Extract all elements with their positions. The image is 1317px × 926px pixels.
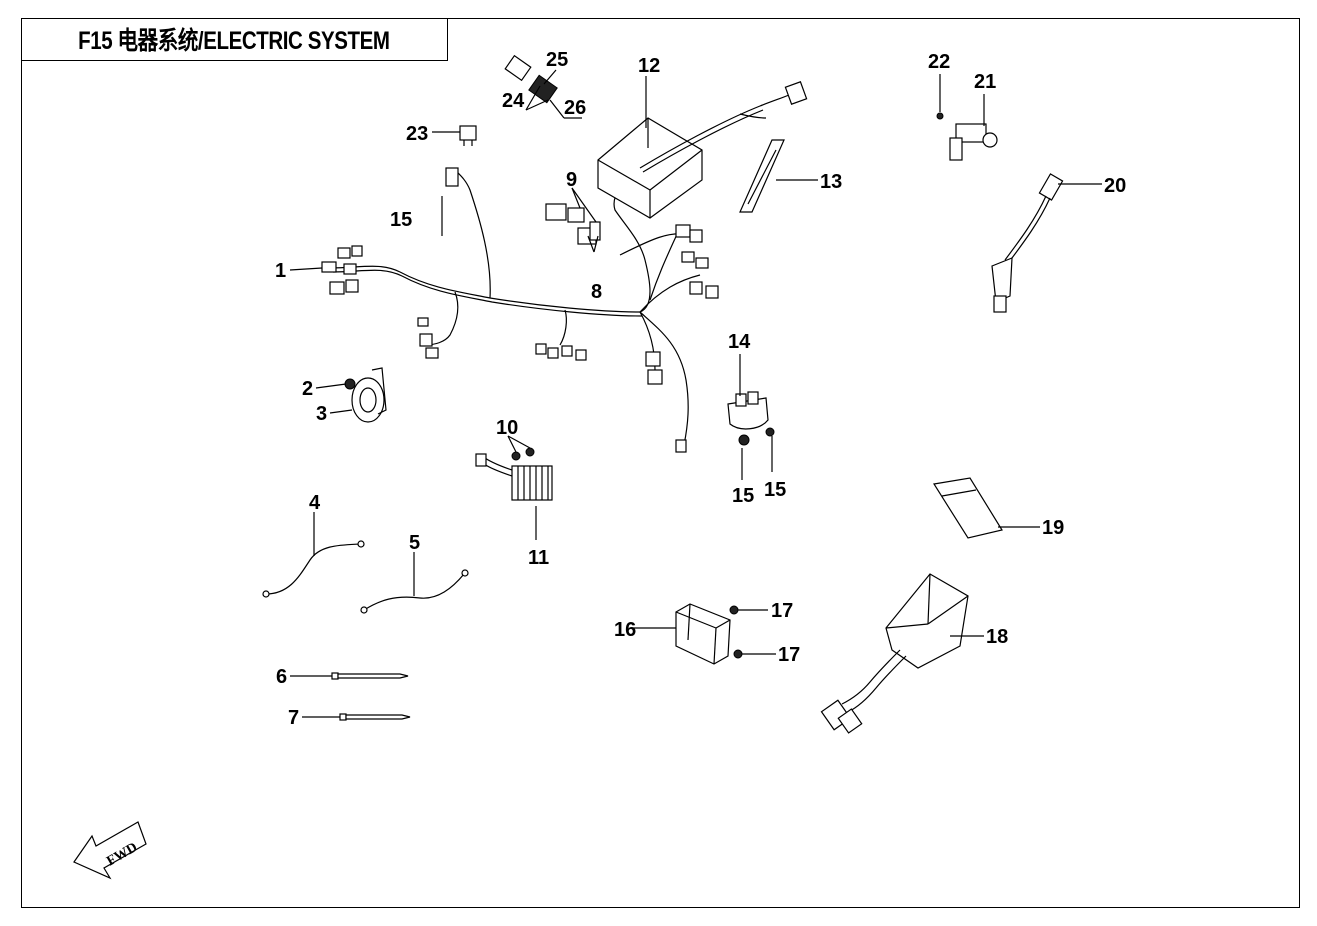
- main-wiring-harness[interactable]: [321, 167, 719, 453]
- callout-22: 22: [928, 51, 950, 73]
- callouts: 1 2 3 4 5 6 7 8 9 10 11 12 13 14 15 15 1…: [275, 49, 1126, 729]
- leader-lines: [289, 69, 1102, 718]
- callout-1: 1: [275, 260, 286, 282]
- fuse-label[interactable]: [933, 477, 1003, 539]
- callout-14: 14: [728, 331, 751, 353]
- callout-10: 10: [496, 417, 518, 439]
- callout-26: 26: [564, 97, 586, 119]
- callout-24: 24: [502, 90, 525, 112]
- relay[interactable]: [459, 125, 477, 146]
- title-block: F15 电器系统/ELECTRIC SYSTEM: [21, 18, 448, 61]
- callout-21: 21: [974, 71, 996, 93]
- callout-7: 7: [288, 707, 299, 729]
- cable-tie-short[interactable]: [331, 672, 409, 680]
- ground-cable[interactable]: [262, 540, 365, 598]
- callout-8: 8: [591, 281, 602, 303]
- callout-4: 4: [309, 492, 321, 514]
- callout-17b: 17: [778, 644, 800, 666]
- voltage-regulator[interactable]: [475, 447, 553, 501]
- cable-tie-long[interactable]: [339, 713, 411, 721]
- callout-16: 16: [614, 619, 636, 641]
- stator-magneto[interactable]: [820, 573, 969, 734]
- callout-25: 25: [546, 49, 568, 71]
- callout-11: 11: [528, 547, 549, 569]
- drawing-frame: [21, 18, 1300, 908]
- callout-20: 20: [1104, 175, 1126, 197]
- callout-5: 5: [409, 532, 420, 554]
- ecu-module[interactable]: [675, 603, 743, 665]
- spark-plug-cap[interactable]: [991, 173, 1064, 313]
- page-title: F15 电器系统/ELECTRIC SYSTEM: [78, 27, 390, 55]
- callout-6: 6: [276, 666, 287, 688]
- multi-connector[interactable]: [504, 54, 558, 104]
- callout-2: 2: [302, 378, 313, 400]
- callout-23: 23: [406, 123, 428, 145]
- battery-strap[interactable]: [739, 139, 785, 213]
- horn-assembly[interactable]: [344, 367, 387, 423]
- callout-15b: 15: [732, 485, 754, 507]
- callout-15a: 15: [390, 209, 412, 231]
- callout-12: 12: [638, 55, 660, 77]
- callout-9: 9: [566, 169, 577, 191]
- callout-3: 3: [316, 403, 327, 425]
- callout-19: 19: [1042, 517, 1064, 539]
- callout-17a: 17: [771, 600, 793, 622]
- speed-sensor[interactable]: [936, 112, 998, 161]
- fwd-arrow-icon: FWD: [73, 821, 147, 880]
- ignition-coil[interactable]: [727, 391, 775, 446]
- callout-13: 13: [820, 171, 842, 193]
- callout-15c: 15: [764, 479, 786, 501]
- relay-holder-assembly[interactable]: [545, 203, 601, 245]
- starter-cable[interactable]: [360, 569, 469, 614]
- callout-18: 18: [986, 626, 1008, 648]
- battery[interactable]: [597, 81, 808, 219]
